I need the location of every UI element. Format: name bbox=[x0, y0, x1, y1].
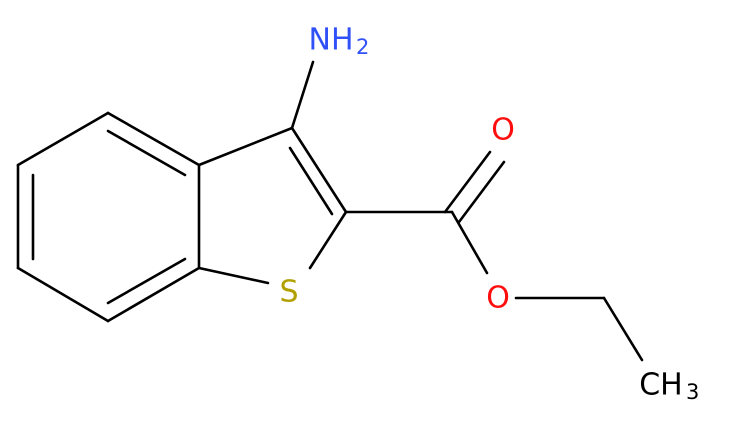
bond-carbonyl-double-1 bbox=[443, 150, 492, 214]
amino-symbol: NH bbox=[309, 23, 354, 58]
bond-c3a-c3 bbox=[197, 126, 294, 167]
ester-oxygen-label: O bbox=[486, 281, 510, 316]
bond-s-c7a bbox=[197, 266, 270, 285]
bond-ch2-ch3 bbox=[602, 296, 644, 362]
bond-carbonyl-ester-o bbox=[450, 210, 489, 275]
bond-benzene-inner-1 bbox=[106, 129, 187, 177]
bond-c3-c2 bbox=[290, 126, 348, 214]
carbonyl-oxygen-label: O bbox=[491, 113, 515, 148]
amino-subscript: 2 bbox=[356, 35, 369, 59]
amino-label: NH 2 bbox=[309, 23, 370, 60]
methyl-subscript: 3 bbox=[686, 380, 699, 404]
bond-carbonyl-double-2 bbox=[457, 160, 506, 224]
methyl-symbol: CH bbox=[639, 368, 683, 403]
bond-c2-s bbox=[308, 210, 348, 270]
bond-c3-n bbox=[290, 60, 315, 130]
bond-benzene-1 bbox=[106, 111, 201, 167]
bond-benzene-inner-2 bbox=[106, 257, 187, 305]
bond-benzene-3 bbox=[106, 266, 201, 323]
bond-benzene-4 bbox=[16, 266, 110, 323]
methyl-label: CH 3 bbox=[639, 368, 699, 405]
sulfur-label: S bbox=[279, 275, 298, 310]
bond-c3-c2-inner bbox=[288, 146, 334, 216]
bond-benzene-6 bbox=[16, 111, 110, 167]
